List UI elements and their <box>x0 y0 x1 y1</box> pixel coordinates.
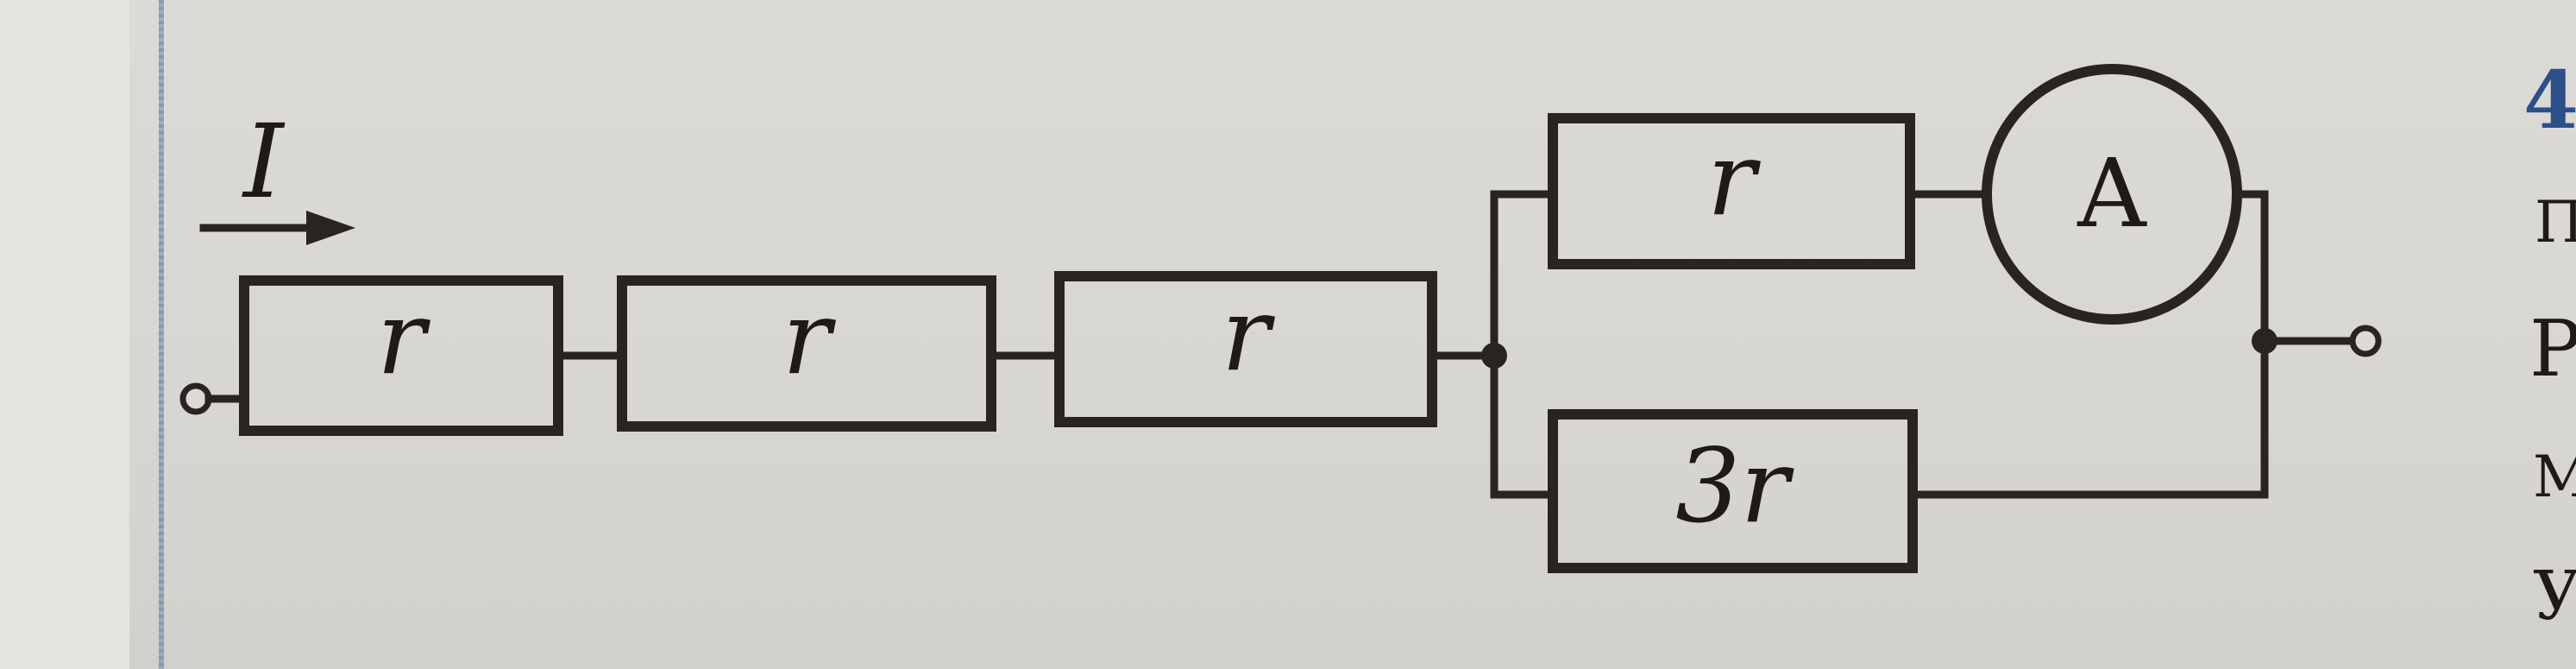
left-branch-bus <box>1490 190 1557 499</box>
current-arrow <box>199 211 355 245</box>
edge-text-line-1: П <box>2535 189 2576 256</box>
edge-text-line-2: Р <box>2529 304 2576 394</box>
resistor-lower-label: 3r <box>1675 426 1794 546</box>
edge-text-line-4: У <box>2533 558 2576 635</box>
page-margin <box>0 0 129 669</box>
current-label: I <box>242 102 286 221</box>
resistor-3-label: r <box>1222 275 1276 394</box>
resistor-2-label: r <box>782 278 837 397</box>
wire-ammeter-out <box>2233 190 2269 345</box>
resistor-1-label: r <box>377 278 431 397</box>
wire-lower-out <box>1908 337 2269 499</box>
next-problem-number: 4 <box>2523 54 2576 147</box>
arrow-head <box>306 211 355 245</box>
edge-text-line-3: М <box>2533 444 2576 510</box>
resistor-3 <box>1054 271 1437 427</box>
margin-rule <box>159 0 164 669</box>
resistor-upper-label: r <box>1707 119 1762 238</box>
ammeter-label: A <box>2077 138 2147 249</box>
output-terminal <box>2349 325 2382 357</box>
